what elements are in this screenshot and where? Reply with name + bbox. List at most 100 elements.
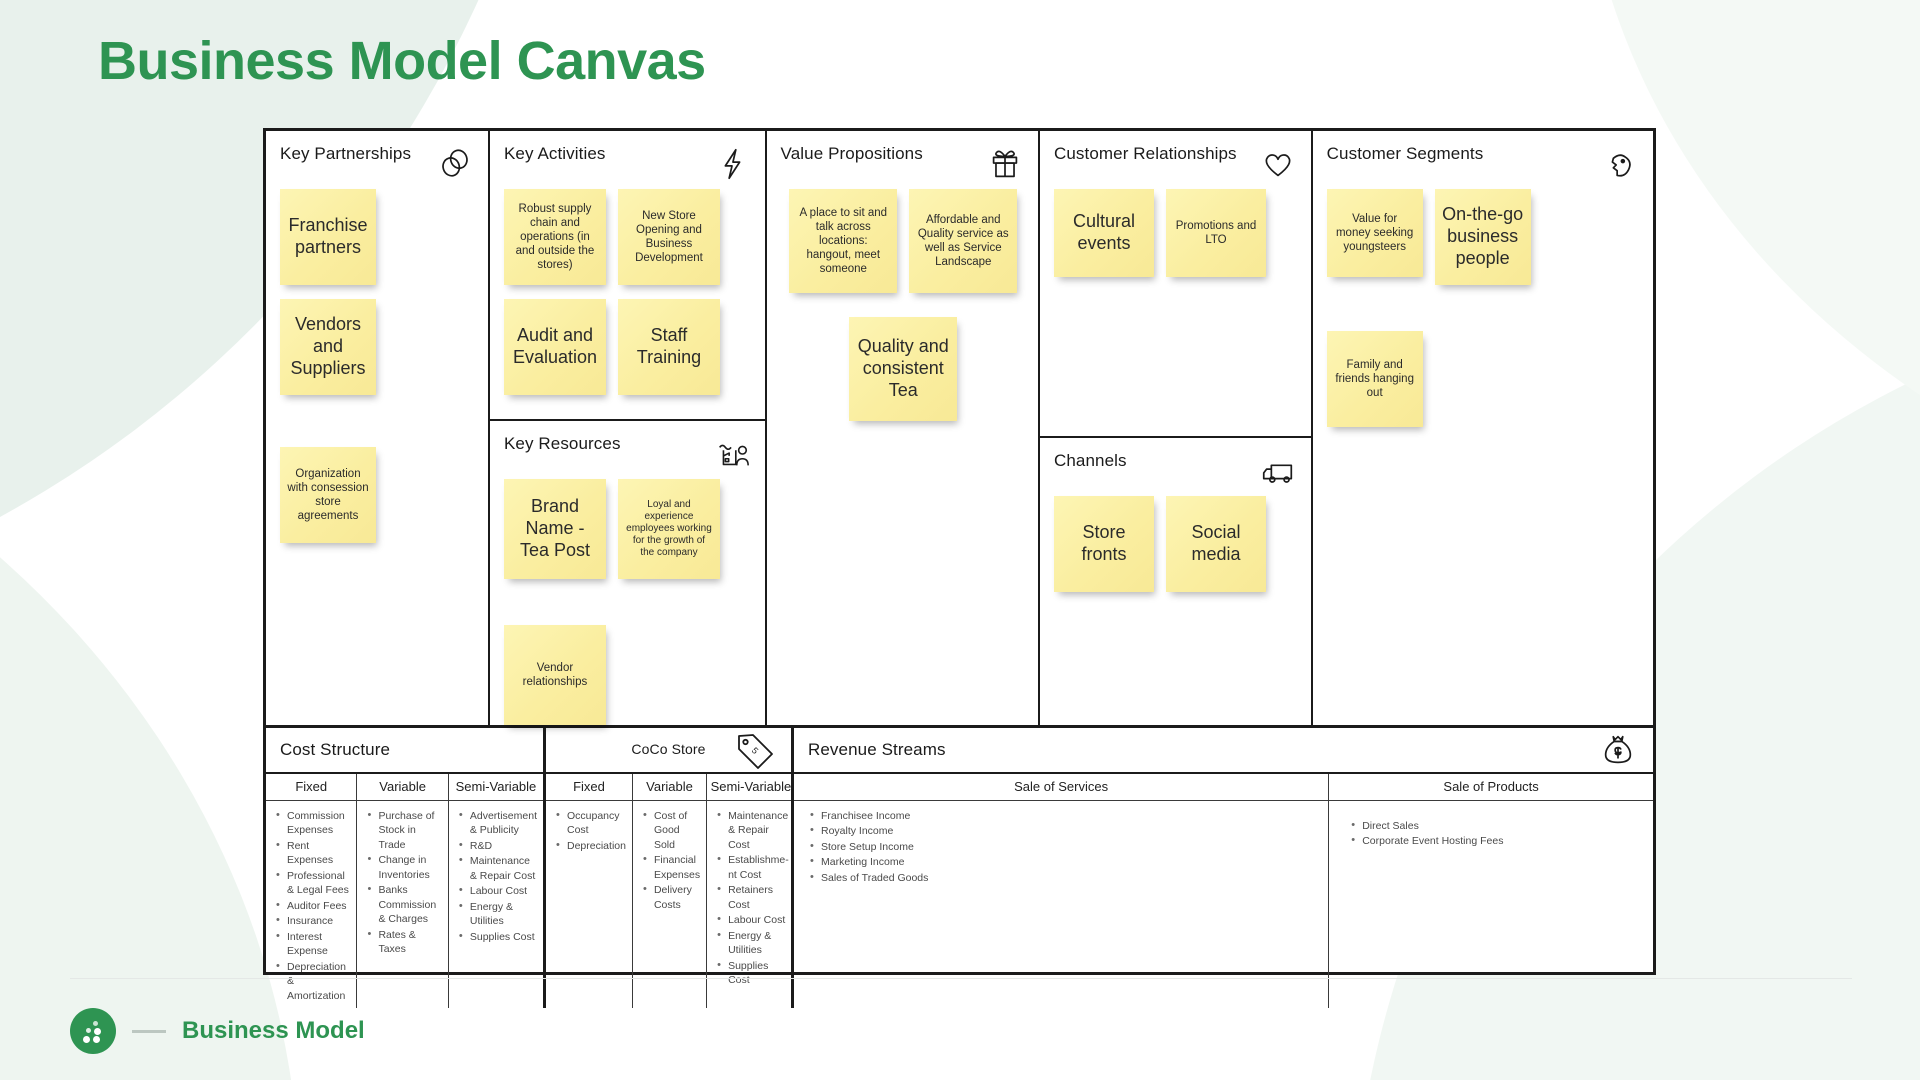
delivery-truck-icon — [1257, 452, 1299, 490]
sticky-note[interactable]: Franchise partners — [280, 189, 376, 285]
note-list: Robust supply chain and operations (in a… — [503, 179, 753, 395]
note-list: Brand Name - Tea Post Loyal and experien… — [503, 469, 753, 725]
column-body: Maintenance & Repair Cost Establishme-nt… — [707, 801, 795, 1008]
column-semi-variable: Semi-Variable Maintenance & Repair Cost … — [706, 774, 795, 1009]
canvas-bottom-row: Cost Structure Fixed Commission Expenses… — [266, 728, 1653, 1009]
link-chain-icon — [434, 145, 476, 183]
list-item: Energy & Utilities — [459, 899, 537, 929]
list-item: Insurance — [276, 913, 350, 929]
block-value-propositions[interactable]: Value Propositions A place to sit and ta… — [764, 131, 1038, 725]
column-header: Semi-Variable — [448, 774, 543, 801]
list-item: Auditor Fees — [276, 898, 350, 914]
block-header: Customer Segments — [1326, 144, 1641, 179]
list-item: Depreciation — [556, 838, 626, 854]
column-header: Fixed — [546, 774, 632, 801]
block-key-partnerships[interactable]: Key Partnerships Franchise partners Vend… — [266, 131, 488, 725]
block-key-resources[interactable]: Key Resources — [489, 419, 765, 735]
sticky-note[interactable]: New Store Opening and Business Developme… — [617, 189, 720, 285]
list-item: Commission Expenses — [276, 808, 350, 838]
list-item: Retainers Cost — [717, 882, 789, 912]
sticky-note[interactable]: Quality and consistent Tea — [849, 317, 958, 421]
column-group: Sale of Services Franchisee Income Royal… — [794, 774, 1653, 1009]
list-item: Establishme-nt Cost — [717, 852, 789, 882]
sticky-note[interactable]: Loyal and experience employees working f… — [617, 479, 720, 579]
sticky-note[interactable]: Vendors and Suppliers — [280, 299, 376, 395]
column-header: Fixed — [266, 774, 357, 801]
block-title: Customer Segments — [1326, 144, 1484, 163]
sticky-note[interactable]: Brand Name - Tea Post — [503, 479, 606, 579]
sticky-note[interactable]: Audit and Evaluation — [503, 299, 606, 395]
sticky-note[interactable]: Family and friends hanging out — [1326, 331, 1423, 427]
block-header: Cost Structure — [266, 728, 543, 774]
list-item: Maintenance & Repair Cost — [717, 808, 789, 852]
sticky-note[interactable]: Vendor relationships — [503, 625, 606, 725]
spacer — [1327, 299, 1641, 317]
sticky-note[interactable]: On-the-go business people — [1434, 189, 1531, 285]
block-title: Customer Relationships — [1053, 144, 1237, 163]
sticky-note[interactable]: Robust supply chain and operations (in a… — [503, 189, 606, 285]
heart-icon — [1257, 145, 1299, 183]
block-title: CoCo Store — [631, 741, 706, 758]
block-title: Key Resources — [503, 434, 621, 453]
note-list: A place to sit and talk across locations… — [781, 179, 1026, 421]
block-title: Value Propositions — [780, 144, 923, 163]
footer-label: Business Model — [182, 1017, 365, 1044]
column-header: Sale of Products — [1329, 774, 1653, 801]
canvas-top-row: Key Partnerships Franchise partners Vend… — [266, 131, 1653, 728]
column-group: Fixed Commission Expenses Rent Expenses … — [266, 774, 543, 1009]
list-item: Franchisee Income — [810, 808, 1322, 824]
list-item: Corporate Event Hosting Fees — [1351, 833, 1647, 849]
column-body: Direct Sales Corporate Event Hosting Fee… — [1329, 801, 1653, 1008]
column-sale-of-services: Sale of Services Franchisee Income Royal… — [794, 774, 1329, 1008]
sticky-note[interactable]: Affordable and Quality service as well a… — [909, 189, 1018, 293]
block-customer-segments[interactable]: Customer Segments Value for money seekin… — [1310, 131, 1653, 725]
column-header: Semi-Variable — [707, 774, 795, 801]
list-item: Advertisement & Publicity — [459, 808, 537, 838]
column-header: Variable — [357, 774, 448, 801]
sticky-note[interactable]: Store fronts — [1053, 496, 1154, 592]
column-sale-of-products: Sale of Products Direct Sales Corporate … — [1328, 774, 1653, 1009]
list-item: Interest Expense — [276, 929, 350, 959]
column-fixed: Fixed Commission Expenses Rent Expenses … — [266, 774, 357, 1008]
list-item: Professional & Legal Fees — [276, 868, 350, 898]
block-revenue-streams[interactable]: Revenue Streams Sale of Services — [791, 728, 1653, 1009]
sticky-note[interactable]: Organization with consession store agree… — [280, 447, 376, 543]
block-cost-structure[interactable]: Cost Structure Fixed Commission Expenses… — [266, 728, 543, 1009]
block-header: Revenue Streams — [794, 728, 1653, 774]
column-fixed: Fixed Occupancy Cost Depreciation — [546, 774, 632, 1008]
note-list: Franchise partners Vendors and Suppliers… — [280, 179, 476, 543]
business-model-canvas: Key Partnerships Franchise partners Vend… — [263, 128, 1656, 1009]
block-header: Key Activities — [504, 144, 753, 180]
list-item: Financial Expenses — [643, 852, 700, 882]
customer-head-icon — [1599, 145, 1641, 183]
column-header: Variable — [632, 774, 707, 801]
block-relationships-channels: Customer Relationships Cultural events P… — [1037, 131, 1311, 725]
block-channels[interactable]: Channels Store fronts Social m — [1039, 436, 1311, 725]
sticky-note[interactable]: A place to sit and talk across locations… — [789, 189, 898, 293]
sticky-note[interactable]: Staff Training — [617, 299, 720, 395]
money-bag-icon — [1597, 731, 1639, 769]
block-title: Cost Structure — [280, 739, 391, 759]
block-key-activities[interactable]: Key Activities Robust supply chain and o… — [490, 131, 765, 419]
list-item: Rent Expenses — [276, 838, 350, 868]
price-tag-icon: 5 — [733, 730, 777, 770]
sticky-note[interactable]: Value for money seeking youngsteers — [1326, 189, 1423, 277]
list-item: Cost of Good Sold — [643, 808, 700, 852]
block-coco-store[interactable]: CoCo Store 5 Fixed — [543, 728, 795, 1009]
sticky-note[interactable]: Promotions and LTO — [1165, 189, 1266, 277]
column-variable: Variable Cost of Good Sold Financial Exp… — [631, 774, 707, 1009]
block-header: Key Resources — [503, 434, 753, 469]
sticky-note[interactable]: Social media — [1165, 496, 1266, 592]
list-item: Purchase of Stock in Trade — [367, 808, 441, 852]
factory-worker-icon — [711, 435, 753, 473]
note-list: Value for money seeking youngsteers On-t… — [1326, 179, 1641, 427]
list-item: Delivery Costs — [643, 882, 700, 912]
dots-circle-icon — [70, 1008, 116, 1054]
list-item: Supplies Cost — [717, 958, 789, 988]
sticky-note[interactable]: Cultural events — [1053, 189, 1154, 277]
list-item: Energy & Utilities — [717, 928, 789, 958]
block-customer-relationships[interactable]: Customer Relationships Cultural events P… — [1040, 131, 1311, 436]
list-item: Banks Commission & Charges — [367, 882, 441, 926]
note-list: Cultural events Promotions and LTO — [1053, 179, 1299, 277]
